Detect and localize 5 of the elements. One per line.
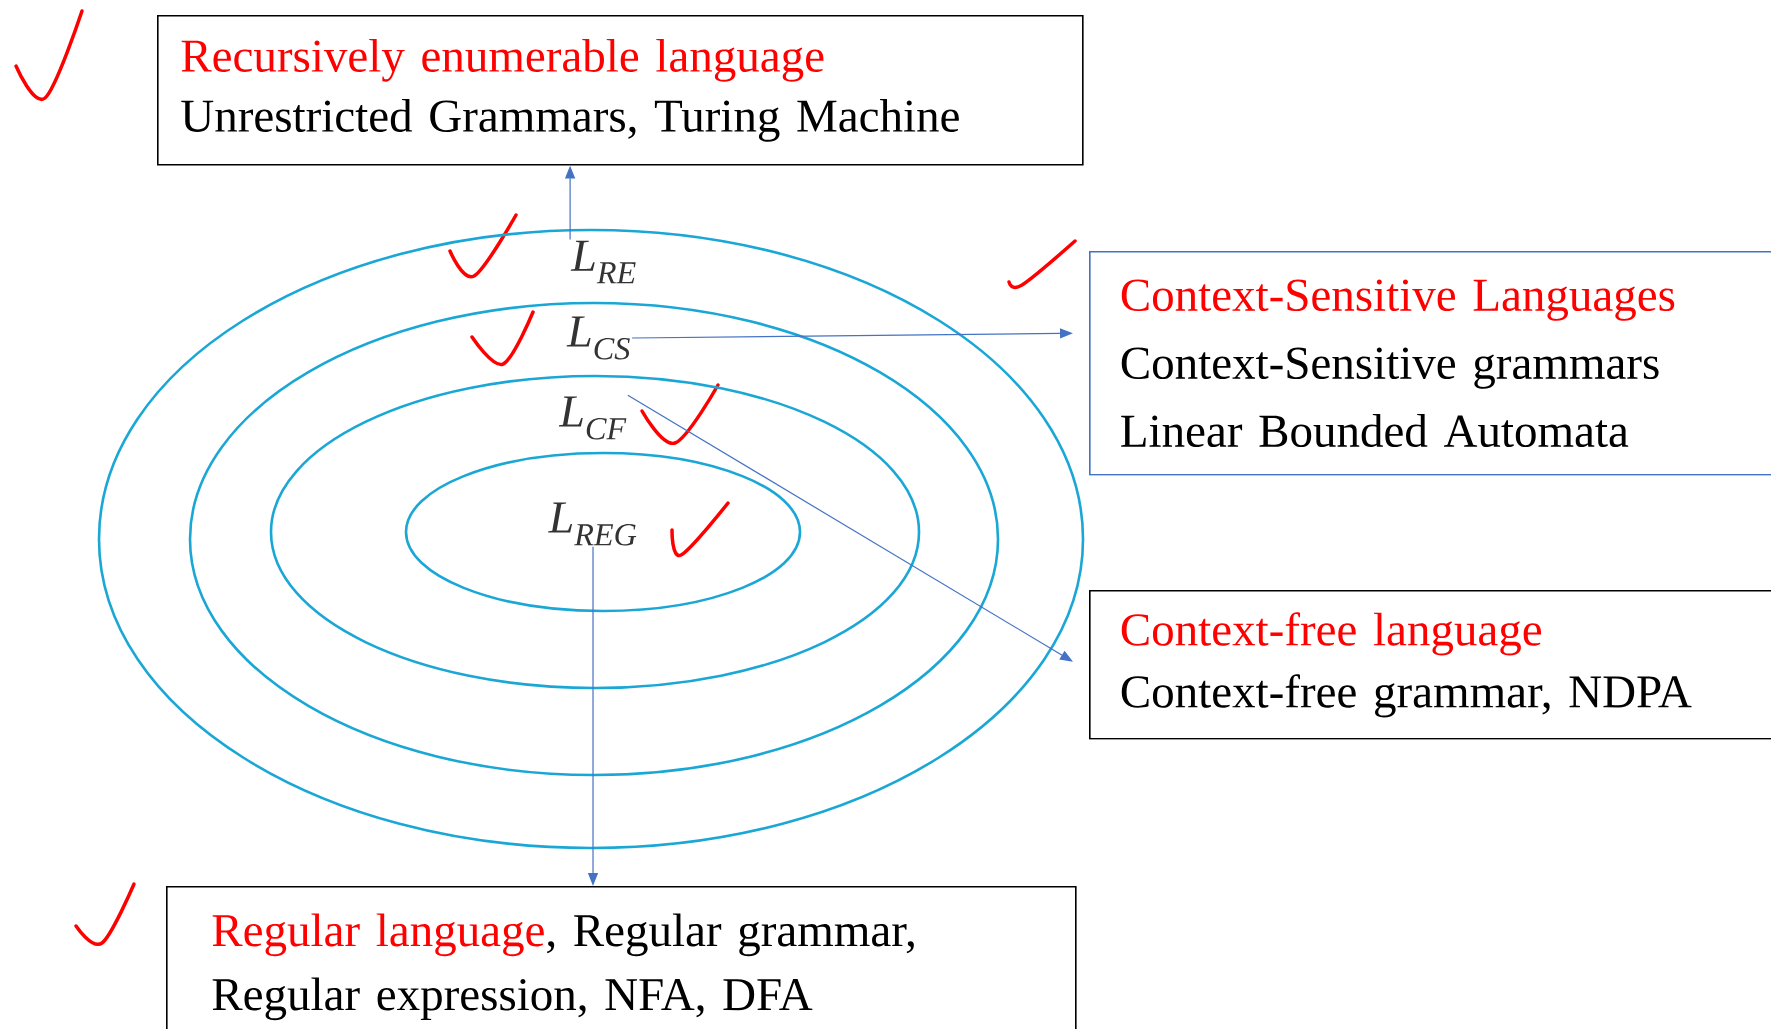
language-box: Context-Sensitive Languages Context-Sensitive grammars Linear Bounded Automata (1089, 251, 1771, 476)
arrow (627, 394, 1073, 662)
language-box: Context-free language Context-free grammar, NDPA (1089, 590, 1771, 740)
language-box: Recursively enumerable language Unrestricted Grammars, Turing Machine (157, 15, 1084, 166)
language-box: Regular language, Regular grammar, Regular expression, NFA, DFA (166, 886, 1077, 1029)
